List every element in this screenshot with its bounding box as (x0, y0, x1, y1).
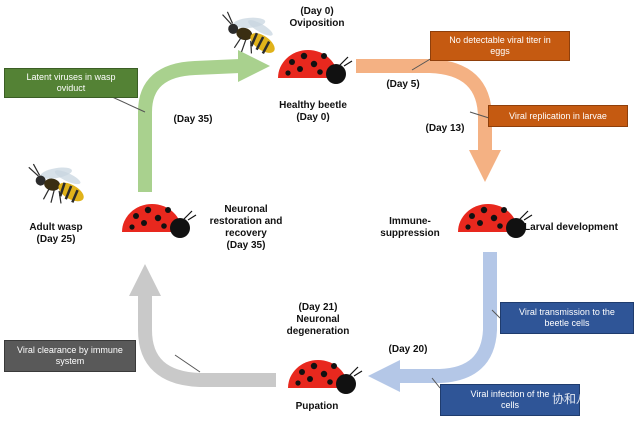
arrow-gray (129, 264, 276, 387)
latent-viruses-callout: Latent viruses in wasp oviduct (4, 68, 138, 98)
day20-label: (Day 20) (388, 344, 428, 355)
neuronal-degeneration-label: (Day 21) Neuronal degeneration (286, 302, 350, 337)
oviposition-day-label: (Day 0) (300, 6, 334, 17)
larval-development-label: Larval development (524, 222, 618, 233)
viral-clearance-callout: Viral clearance by immune system (4, 340, 136, 372)
ladybug-icon-recovery (121, 203, 197, 239)
watermark-text: 协和八 (552, 392, 589, 406)
day35-label: (Day 35) (173, 114, 213, 125)
day13-label: (Day 13) (425, 123, 465, 134)
ladybug-icon-healthy (277, 49, 353, 85)
arrow-green (138, 50, 270, 192)
day5-label: (Day 5) (386, 79, 420, 90)
arrow-blue (368, 252, 497, 392)
immune-suppression-label: Immune- suppression (380, 216, 440, 239)
callout-leaders (109, 57, 501, 389)
healthy-beetle-label: Healthy beetle (Day 0) (279, 100, 347, 123)
viral-infection-callout: Viral infection of the cells (440, 384, 580, 416)
adult-wasp-label: Adult wasp (Day 25) (29, 222, 83, 245)
pupation-label: Pupation (295, 401, 339, 412)
arrow-orange (356, 59, 501, 182)
ladybug-icon-pupation (287, 359, 363, 395)
wasp-icon-adult (22, 157, 93, 210)
viral-replication-callout: Viral replication in larvae (488, 105, 628, 127)
no-viral-titer-callout: No detectable viral titer in eggs (430, 31, 570, 61)
oviposition-label: Oviposition (289, 18, 345, 29)
neuronal-restoration-label: Neuronal restoration and recovery (Day 3… (209, 204, 283, 251)
viral-transmission-callout: Viral transmission to the beetle cells (500, 302, 634, 334)
